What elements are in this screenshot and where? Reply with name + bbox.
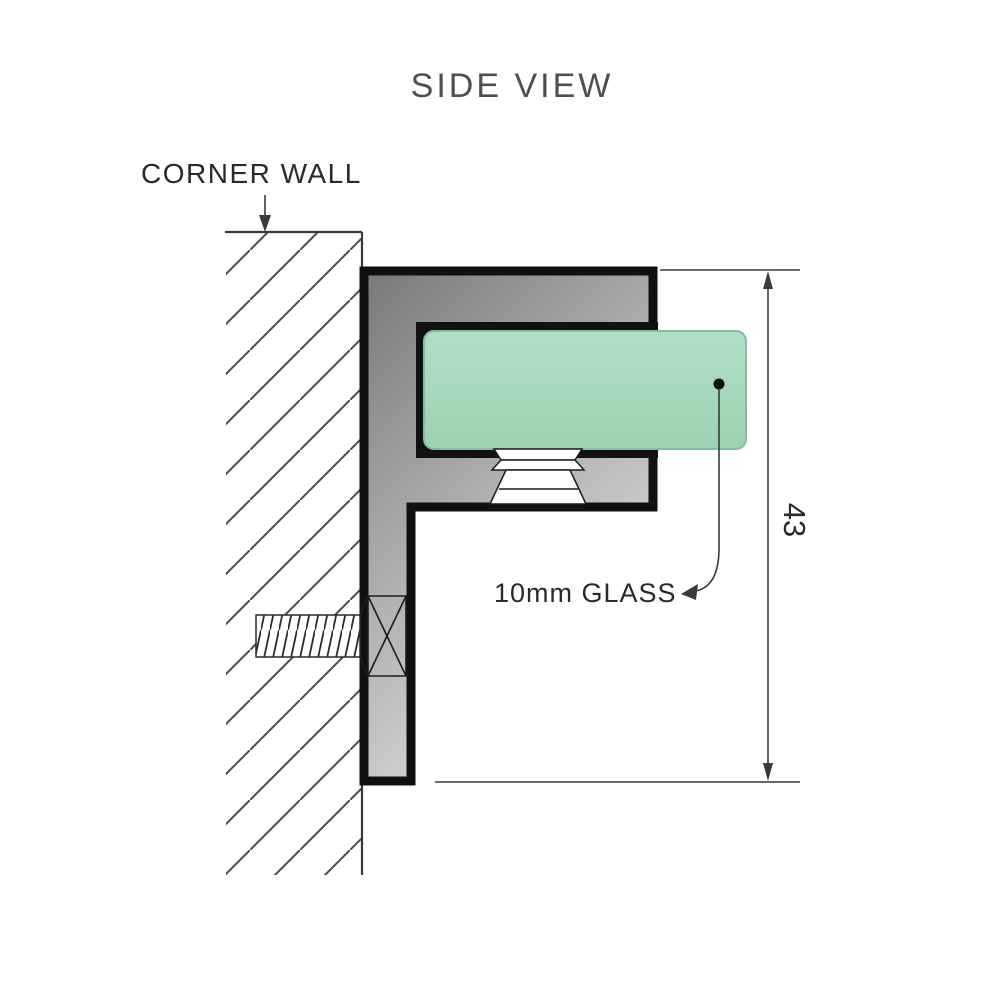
glass-leader-arrowhead-icon — [681, 584, 698, 600]
screw-head — [359, 595, 407, 677]
dimension-43: 43 — [435, 269, 812, 783]
glass-label: 10mm GLASS — [494, 578, 677, 608]
glass-callout: 10mm GLASS — [494, 378, 725, 608]
screw — [255, 595, 407, 677]
dimension-arrow-top-icon — [763, 271, 773, 289]
gasket-upper-wedge — [492, 448, 584, 461]
corner-wall-label: CORNER WALL — [141, 158, 362, 189]
screw-thread — [255, 614, 361, 658]
glass-leader-line — [695, 389, 720, 592]
gasket-seal — [488, 448, 588, 505]
diagram-title: SIDE VIEW — [411, 67, 614, 105]
gasket-lower-wedge — [490, 459, 586, 471]
corner-wall — [225, 230, 364, 875]
dimension-value: 43 — [777, 503, 812, 537]
gasket-cup — [488, 469, 588, 505]
wall-hatching — [226, 233, 362, 875]
dimension-arrow-bottom-icon — [763, 763, 773, 781]
corner-wall-callout: CORNER WALL — [141, 158, 362, 232]
glass-panel — [423, 330, 747, 450]
glass-leader-dot-icon — [713, 378, 725, 390]
corner-wall-arrowhead-icon — [259, 215, 271, 232]
